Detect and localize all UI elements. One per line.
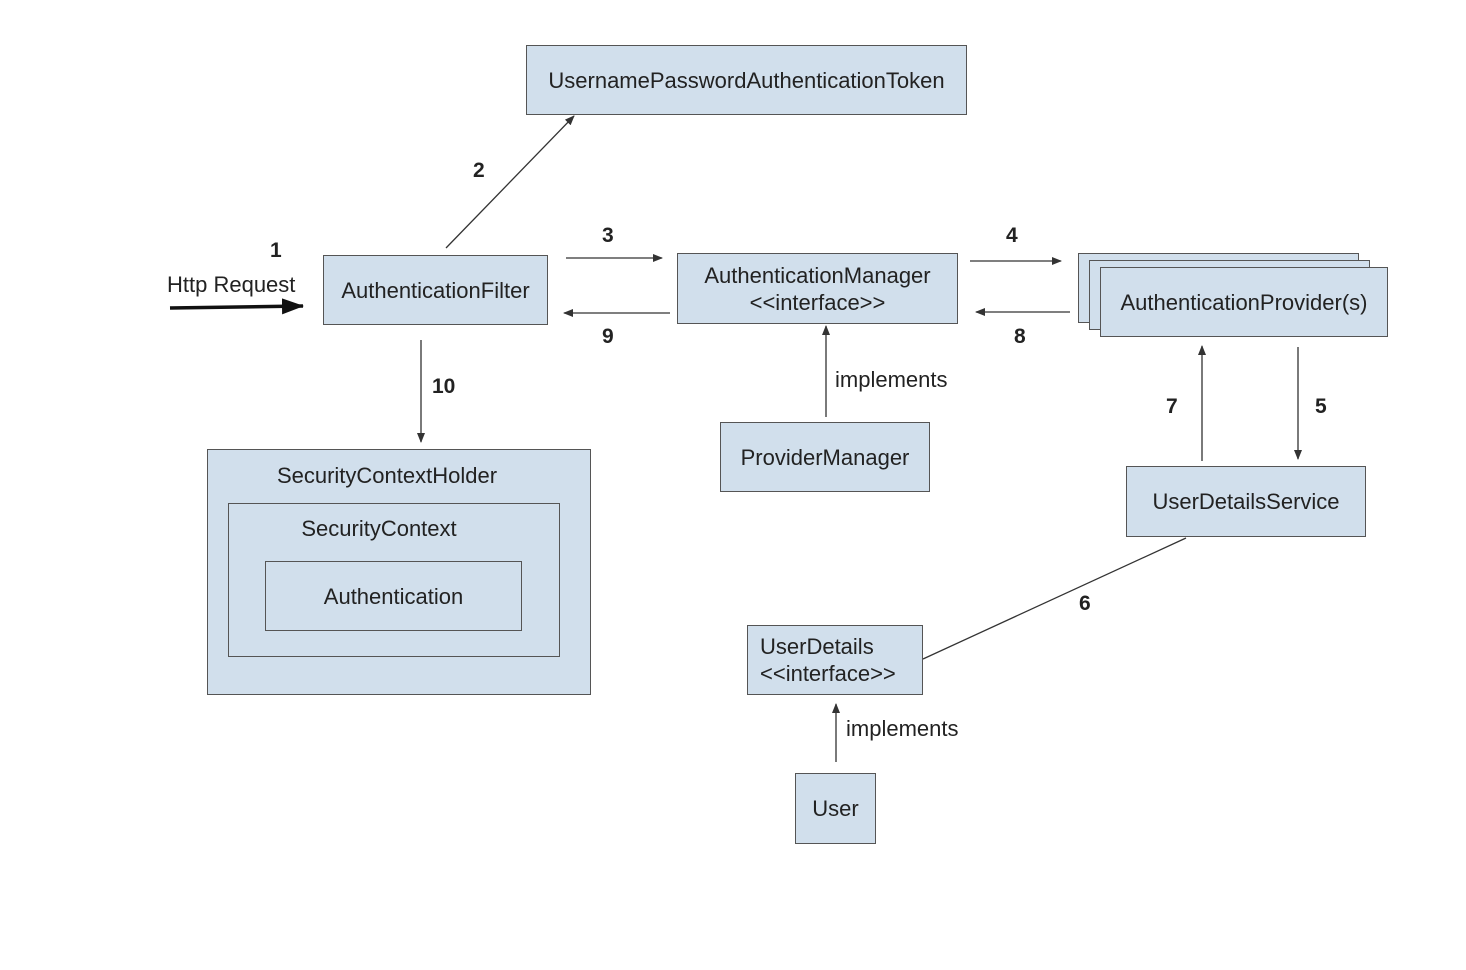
token-label: UsernamePasswordAuthenticationToken xyxy=(548,67,945,93)
authentication-filter-box: AuthenticationFilter xyxy=(323,255,548,325)
user-box: User xyxy=(795,773,876,844)
authentication-label: Authentication xyxy=(323,583,464,609)
step-7-label: 7 xyxy=(1166,395,1178,418)
step-4-label: 4 xyxy=(1006,224,1018,247)
user-details-label: UserDetails xyxy=(760,634,874,659)
user-details-box: UserDetails <<interface>> xyxy=(747,625,923,695)
authentication-box: Authentication xyxy=(265,561,522,631)
provider-label: AuthenticationProvider(s) xyxy=(1120,289,1368,315)
arrow-step-2 xyxy=(445,115,575,249)
user-details-service-box: UserDetailsService xyxy=(1126,466,1366,537)
http-request-arrow xyxy=(169,298,304,315)
username-password-token-box: UsernamePasswordAuthenticationToken xyxy=(526,45,967,115)
implements-user-label: implements xyxy=(846,716,959,741)
authentication-provider-box: AuthenticationProvider(s) xyxy=(1100,267,1388,337)
provider-manager-label: ProviderManager xyxy=(740,444,910,470)
step-5-label: 5 xyxy=(1315,395,1327,418)
http-request-label: Http Request xyxy=(167,272,296,297)
security-context-label: SecurityContext xyxy=(301,516,457,541)
manager-interface-label: <<interface>> xyxy=(749,289,886,315)
provider-manager-box: ProviderManager xyxy=(720,422,930,492)
step-1-label: 1 xyxy=(270,239,282,262)
step-10-label: 10 xyxy=(432,375,456,398)
manager-label: AuthenticationManager xyxy=(704,262,931,288)
step-9-label: 9 xyxy=(602,325,614,348)
user-details-interface-label: <<interface>> xyxy=(760,661,896,686)
step-3-label: 3 xyxy=(602,224,614,247)
line-step-6 xyxy=(922,537,1187,660)
implements-manager-label: implements xyxy=(835,367,948,392)
user-label: User xyxy=(812,796,859,821)
context-holder-label: SecurityContextHolder xyxy=(276,463,498,488)
user-details-service-label: UserDetailsService xyxy=(1152,489,1340,514)
step-2-label: 2 xyxy=(473,159,485,182)
security-context-holder-box: SecurityContextHolder SecurityContext Au… xyxy=(207,449,591,695)
filter-label: AuthenticationFilter xyxy=(341,277,530,303)
step-6-label: 6 xyxy=(1079,592,1091,615)
security-context-box: SecurityContext Authentication xyxy=(228,503,560,657)
step-8-label: 8 xyxy=(1014,325,1026,348)
authentication-manager-box: AuthenticationManager <<interface>> xyxy=(677,253,958,324)
